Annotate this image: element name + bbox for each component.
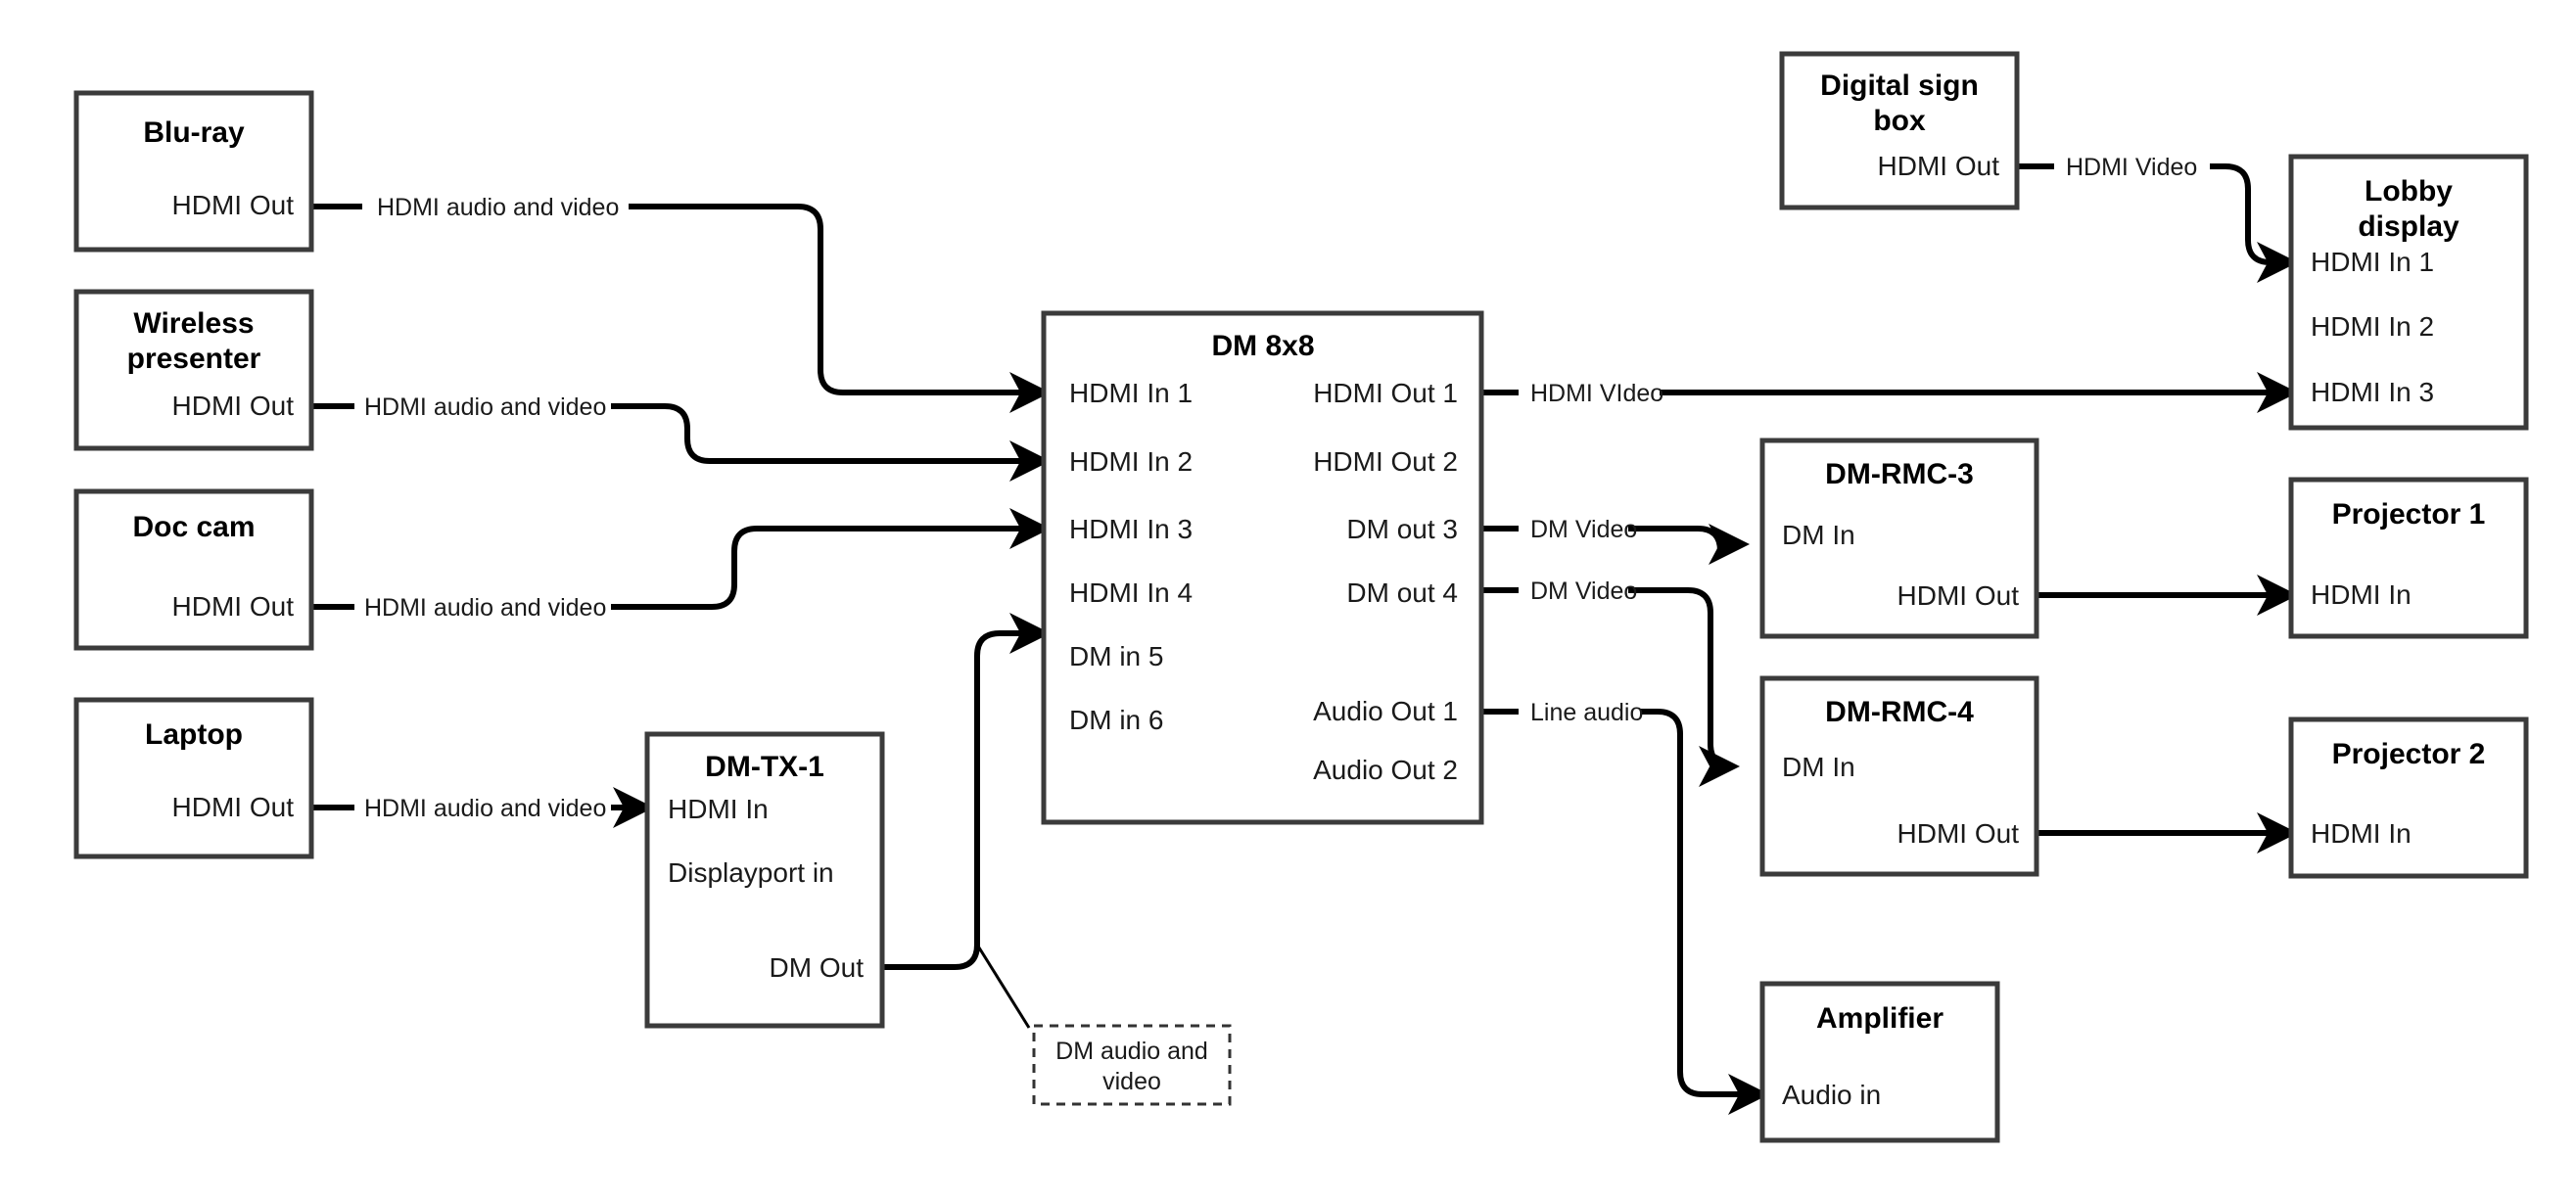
node-dm-tx-1[interactable]: DM-TX-1 HDMI In Displayport in DM Out — [644, 731, 885, 1029]
edge-label-dm8x8-audio-to-amplifier: Line audio — [1530, 699, 1643, 726]
node-dm-rmc-4-port-dm-in: DM In — [1782, 752, 1855, 782]
edge-label-bluray-to-dm8x8: HDMI audio and video — [377, 194, 619, 221]
edge-label-digitalsign-to-lobby: HDMI Video — [2066, 154, 2197, 181]
node-dm-rmc-3-title: DM-RMC-3 — [1825, 458, 1974, 490]
node-dm-8x8-output-3: DM out 3 — [1346, 514, 1458, 544]
node-dm-rmc-3[interactable]: DM-RMC-3 DM In HDMI Out — [1759, 438, 2039, 639]
node-dm-8x8-input-4: HDMI In 4 — [1069, 577, 1193, 608]
node-wireless-presenter-title: Wireless — [133, 307, 254, 340]
node-doc-cam-port-hdmi-out: HDMI Out — [172, 591, 295, 622]
node-bluray-title: Blu-ray — [143, 116, 245, 149]
node-wireless-presenter[interactable]: Wireless presenter HDMI Out — [73, 289, 314, 451]
node-dm-tx-1-port-displayport-in: Displayport in — [668, 857, 834, 888]
node-lobby-display-title: Lobby — [2365, 175, 2453, 208]
node-dm-8x8-output-4: DM out 4 — [1346, 577, 1458, 608]
node-projector-2-title: Projector 2 — [2332, 738, 2486, 770]
node-laptop-title: Laptop — [145, 718, 243, 751]
node-dm-rmc-4-port-hdmi-out: HDMI Out — [1897, 818, 2020, 849]
node-dm-tx-1-port-hdmi-in: HDMI In — [668, 794, 769, 824]
node-projector-2-port-hdmi-in: HDMI In — [2311, 818, 2412, 849]
node-doc-cam-title: Doc cam — [132, 511, 255, 543]
node-dm-8x8-input-5: DM in 5 — [1069, 641, 1163, 671]
node-dm-rmc-3-port-dm-in: DM In — [1782, 520, 1855, 550]
node-amplifier[interactable]: Amplifier Audio in — [1759, 981, 2000, 1143]
node-dm-8x8-input-2: HDMI In 2 — [1069, 446, 1193, 477]
node-digital-sign-box-title: Digital sign — [1820, 69, 1979, 102]
node-projector-2[interactable]: Projector 2 HDMI In — [2288, 716, 2529, 879]
wire-dm8x8-audio-to-amplifier — [1481, 709, 1769, 1115]
node-lobby-display-input-2: HDMI In 2 — [2311, 311, 2434, 342]
node-laptop[interactable]: Laptop HDMI Out — [73, 697, 314, 859]
wire-dmtx1-to-dm8x8 — [882, 613, 1051, 970]
node-dm-tx-1-port-dm-out: DM Out — [770, 952, 865, 983]
node-lobby-display-input-3: HDMI In 3 — [2311, 377, 2434, 407]
node-dm-rmc-3-port-hdmi-out: HDMI Out — [1897, 580, 2020, 611]
edge-label-laptop-to-dmtx1: HDMI audio and video — [364, 795, 606, 822]
node-dm-tx-1-title: DM-TX-1 — [705, 751, 824, 783]
node-dm-8x8-output-2: HDMI Out 2 — [1313, 446, 1458, 477]
node-dm-8x8-title: DM 8x8 — [1211, 330, 1314, 362]
node-projector-1-port-hdmi-in: HDMI In — [2311, 579, 2412, 610]
edge-label-dm8x8-out1-to-lobby: HDMI VIdeo — [1530, 380, 1663, 407]
node-wireless-presenter-title-line2: presenter — [127, 343, 261, 375]
node-projector-1[interactable]: Projector 1 HDMI In — [2288, 477, 2529, 639]
node-dm-rmc-4-title: DM-RMC-4 — [1825, 696, 1974, 728]
node-dm-8x8-input-3: HDMI In 3 — [1069, 514, 1193, 544]
node-bluray-port-hdmi-out: HDMI Out — [172, 190, 295, 220]
wire-digitalsign-to-lobby — [2017, 163, 2298, 283]
edge-label-dm8x8-out3-to-dmrmc3: DM Video — [1530, 516, 1637, 543]
node-amplifier-port-audio-in: Audio in — [1782, 1080, 1881, 1110]
wire-dm8x8-out3-to-dmrmc3 — [1481, 523, 1750, 565]
node-projector-1-title: Projector 1 — [2332, 498, 2486, 531]
node-dm-rmc-4[interactable]: DM-RMC-4 DM In HDMI Out — [1759, 675, 2039, 877]
node-dm-8x8-output-1: HDMI Out 1 — [1313, 378, 1458, 408]
edge-label-doccam-to-dm8x8: HDMI audio and video — [364, 594, 606, 622]
node-wireless-presenter-port-hdmi-out: HDMI Out — [172, 391, 295, 421]
edge-label-wireless-to-dm8x8: HDMI audio and video — [364, 393, 606, 421]
node-dm-8x8-input-6: DM in 6 — [1069, 705, 1163, 735]
node-digital-sign-box-title-line2: box — [1873, 105, 1926, 137]
node-lobby-display-title-line2: display — [2358, 210, 2459, 243]
wire-bluray-to-dm8x8 — [311, 204, 1051, 413]
wire-wireless-to-dm8x8 — [311, 403, 1051, 482]
annotation-dm-audio-and-video: DM audio and video — [1032, 1024, 1232, 1106]
node-dm-8x8-input-1: HDMI In 1 — [1069, 378, 1193, 408]
annotation-line-1: DM audio and — [1055, 1038, 1208, 1065]
node-lobby-display-input-1: HDMI In 1 — [2311, 247, 2434, 277]
wire-doccam-to-dm8x8 — [311, 508, 1051, 610]
wire-dm8x8-out4-to-dmrmc4 — [1481, 587, 1740, 787]
node-amplifier-title: Amplifier — [1816, 1002, 1944, 1035]
node-dm-8x8-output-6: Audio Out 2 — [1313, 755, 1458, 785]
node-doc-cam[interactable]: Doc cam HDMI Out — [73, 488, 314, 651]
edge-label-dm8x8-out4-to-dmrmc4: DM Video — [1530, 577, 1637, 605]
node-lobby-display[interactable]: Lobby display HDMI In 1 HDMI In 2 HDMI I… — [2288, 154, 2529, 431]
annotation-line-2: video — [1102, 1068, 1161, 1095]
node-laptop-port-hdmi-out: HDMI Out — [172, 792, 295, 822]
node-dm-8x8-output-5: Audio Out 1 — [1313, 696, 1458, 726]
annotation-leader-line — [975, 944, 1031, 1029]
node-dm-8x8[interactable]: DM 8x8 HDMI In 1 HDMI In 2 HDMI In 3 HDM… — [1041, 310, 1484, 825]
node-digital-sign-box[interactable]: Digital sign box HDMI Out — [1779, 51, 2020, 210]
node-digital-sign-box-port-hdmi-out: HDMI Out — [1878, 151, 2000, 181]
node-bluray[interactable]: Blu-ray HDMI Out — [73, 90, 314, 253]
